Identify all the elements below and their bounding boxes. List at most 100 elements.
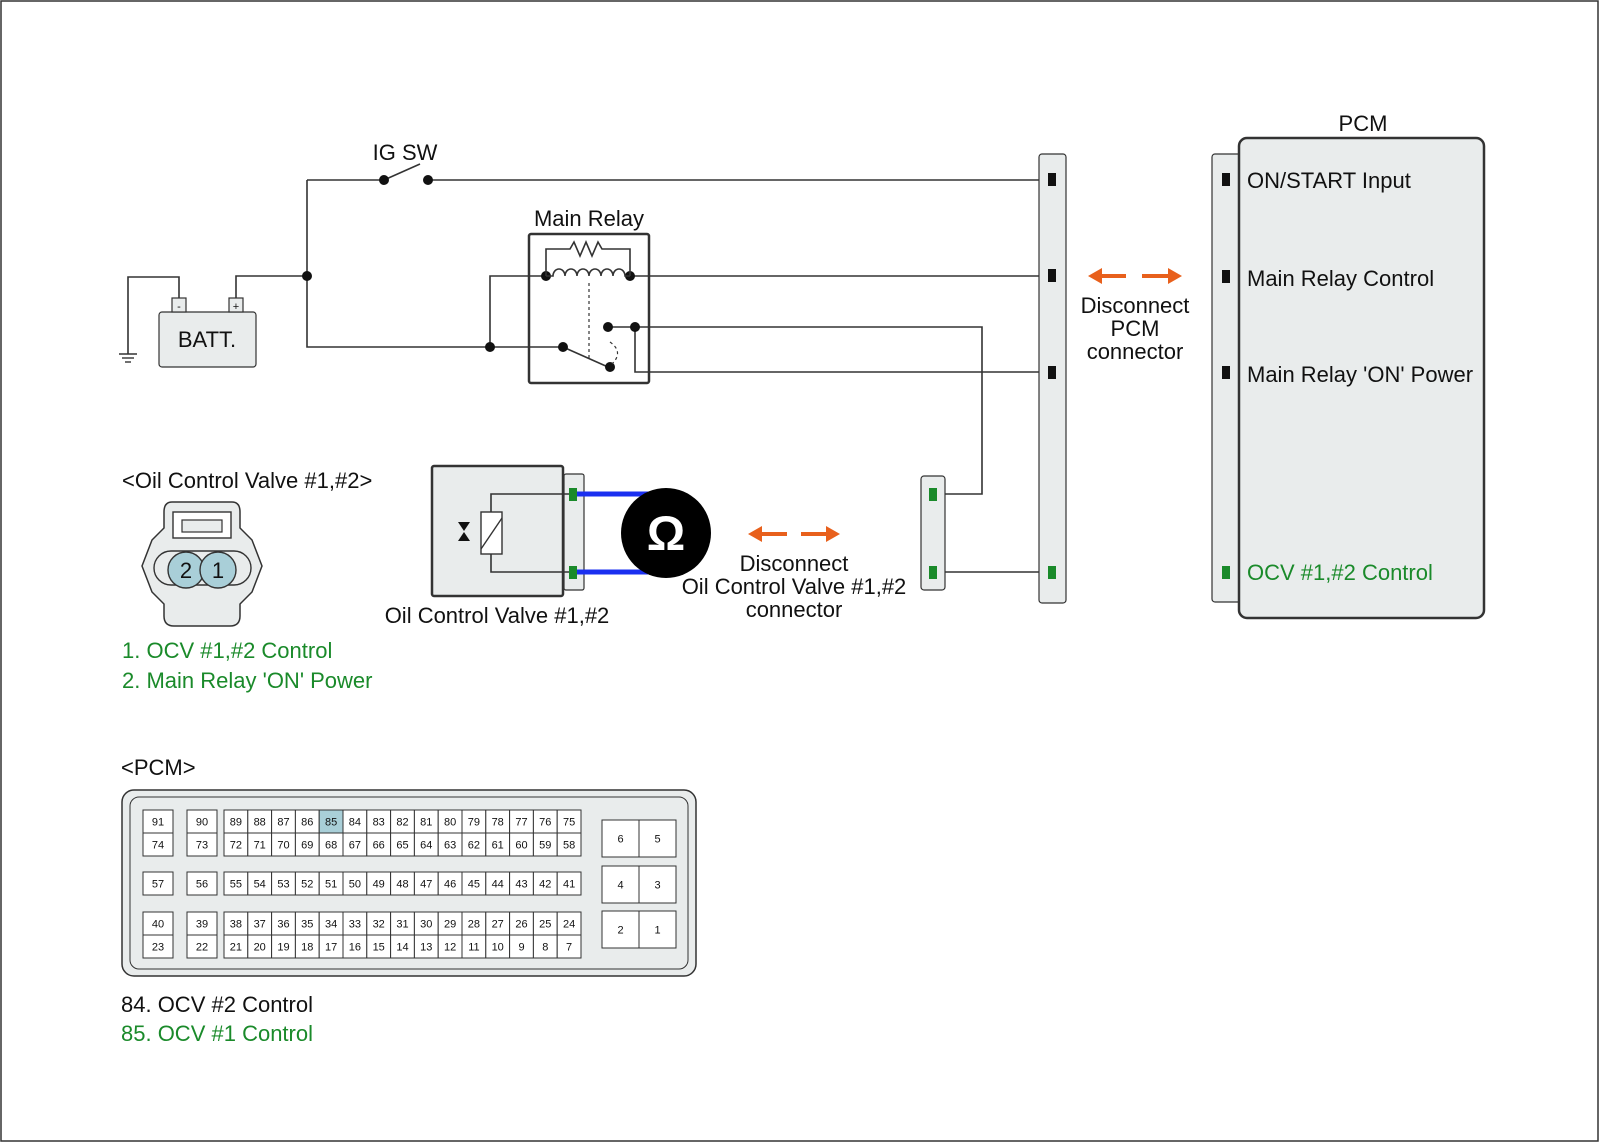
ocv-harness-pin-2: [929, 488, 937, 501]
ocv-face-pin-1: [199, 551, 237, 589]
pcm-pin-number: 38: [230, 919, 242, 931]
pcm-pin-number: 32: [373, 919, 385, 931]
pcm-pin-description-84: 84. OCV #2 Control: [121, 992, 313, 1017]
pcm-pin-number: 3: [654, 880, 660, 892]
ocv-face-pin-1-label: 1: [212, 558, 224, 583]
pcm-pin-number: 87: [277, 817, 289, 829]
pcm-pin-number: 17: [325, 942, 337, 954]
harness-pin-relay-power: [1048, 366, 1056, 379]
relay-switch-blade: [562, 346, 609, 368]
pcm-pin-number: 68: [325, 840, 337, 852]
pcm-pin-number: 70: [277, 840, 289, 852]
pcm-pin-number: 35: [301, 919, 313, 931]
main-relay: Main Relay: [527, 206, 651, 385]
pcm-pin-number: 15: [373, 942, 385, 954]
pcm-pin-number: 26: [515, 919, 527, 931]
pcm-pin-cell: [142, 871, 174, 896]
battery-neg-sign: -: [177, 301, 181, 313]
pcm-pin-cell: [556, 934, 582, 959]
pcm-pin-number: 78: [492, 817, 504, 829]
disconnect-pcm-label-line3: connector: [1087, 339, 1184, 364]
pcm-pin-number: 47: [420, 879, 432, 891]
pcm-on-start-label: ON/START Input: [1247, 168, 1411, 193]
pcm-pin-number: 77: [515, 817, 527, 829]
pcm-pin-number: 75: [563, 817, 575, 829]
pcm-pin-number: 91: [152, 817, 164, 829]
disconnect-pcm-arrows: [1088, 268, 1182, 284]
arrow-left-icon: [1088, 268, 1102, 284]
pcm-pin-number: 31: [396, 919, 408, 931]
pcm-pin-number: 84: [349, 817, 361, 829]
relay-label: Main Relay: [534, 206, 644, 231]
pcm-pin-relay-power: [1222, 366, 1230, 379]
pcm-pin-number: 45: [468, 879, 480, 891]
pcm-pin-number: 80: [444, 817, 456, 829]
pcm-pin-description-85: 85. OCV #1 Control: [121, 1021, 313, 1046]
pcm-pin-number: 55: [230, 879, 242, 891]
pcm-connector-inner-rim: [129, 796, 689, 970]
ocv-pin-description-1: 1. OCV #1,#2 Control: [122, 638, 332, 663]
pcm-pin-number: 5: [654, 834, 660, 846]
pcm-pin-number: 34: [325, 919, 337, 931]
pcm-pin-number: 50: [349, 879, 361, 891]
pcm-pin-number: 44: [492, 879, 504, 891]
pcm-pin-number: 43: [515, 879, 527, 891]
pcm-pin-number: 9: [518, 942, 524, 954]
relay-resistor: [545, 239, 631, 276]
pcm-pin-number: 60: [515, 840, 527, 852]
pcm-pin-number: 8: [542, 942, 548, 954]
ground-icon: [119, 353, 137, 363]
pcm-pin-number: 46: [444, 879, 456, 891]
disconnect-ocv-label-line3: connector: [746, 597, 843, 622]
battery-pos-sign: +: [233, 301, 239, 313]
pcm-pin-cell: [556, 832, 582, 857]
pcm-pin-number: 74: [152, 840, 164, 852]
pcm-pin-number: 52: [301, 879, 313, 891]
ocv-connector-face: 2 1: [141, 501, 263, 627]
pcm-pin-cell: [142, 832, 174, 857]
pcm-pin-number: 27: [492, 919, 504, 931]
pcm-relay-power-label: Main Relay 'ON' Power: [1247, 362, 1473, 387]
pcm-pin-cell: [186, 871, 218, 896]
pcm-pin-number: 12: [444, 942, 456, 954]
pcm-connector-header: <PCM>: [121, 755, 196, 780]
pcm-pin-number: 30: [420, 919, 432, 931]
pcm-pin-number: 11: [468, 942, 479, 954]
pcm-pin-number: 2: [617, 925, 623, 937]
pcm-pin-number: 63: [444, 840, 456, 852]
pcm-pin-cell: [638, 865, 677, 904]
pcm-pin-number: 76: [539, 817, 551, 829]
pcm-pin-cell: [638, 910, 677, 949]
pcm-pin-number: 7: [566, 942, 572, 954]
ig-switch-label: IG SW: [373, 140, 438, 165]
harness-pin-on-start: [1048, 173, 1056, 186]
ocv-label: Oil Control Valve #1,#2: [385, 603, 610, 628]
pcm-pin-cell: [638, 819, 677, 858]
pcm-pin-number: 86: [301, 817, 313, 829]
pcm-pin-number: 73: [196, 840, 208, 852]
pcm-pin-number: 19: [277, 942, 289, 954]
ocv-harness-connector-body: [920, 475, 946, 591]
pcm-pin-number: 20: [254, 942, 266, 954]
harness-pin-relay-control: [1048, 269, 1056, 282]
disconnect-pcm-label-line1: Disconnect: [1081, 293, 1190, 318]
pcm-pin-number: 4: [617, 880, 623, 892]
pcm-pin-number: 90: [196, 817, 208, 829]
pcm-pin-number: 59: [539, 840, 551, 852]
pcm-pin-cell: [556, 871, 582, 896]
pcm-pin-number: 48: [396, 879, 408, 891]
ocv-face-pin-2-label: 2: [180, 558, 192, 583]
pcm-pin-number: 28: [468, 919, 480, 931]
pcm-ocv-control-label: OCV #1,#2 Control: [1247, 560, 1433, 585]
ocv-pin-2: [569, 488, 577, 501]
pcm-pin-number: 54: [254, 879, 266, 891]
pcm-body: [1237, 136, 1486, 620]
pcm-pin-number: 79: [468, 817, 480, 829]
pcm-pin-number: 82: [396, 817, 408, 829]
pcm-pin-ocv-control: [1222, 566, 1230, 579]
pcm-pin-cell: [186, 934, 218, 959]
pcm-pin-number: 85: [325, 817, 337, 829]
ohmmeter-icon: [621, 488, 711, 578]
